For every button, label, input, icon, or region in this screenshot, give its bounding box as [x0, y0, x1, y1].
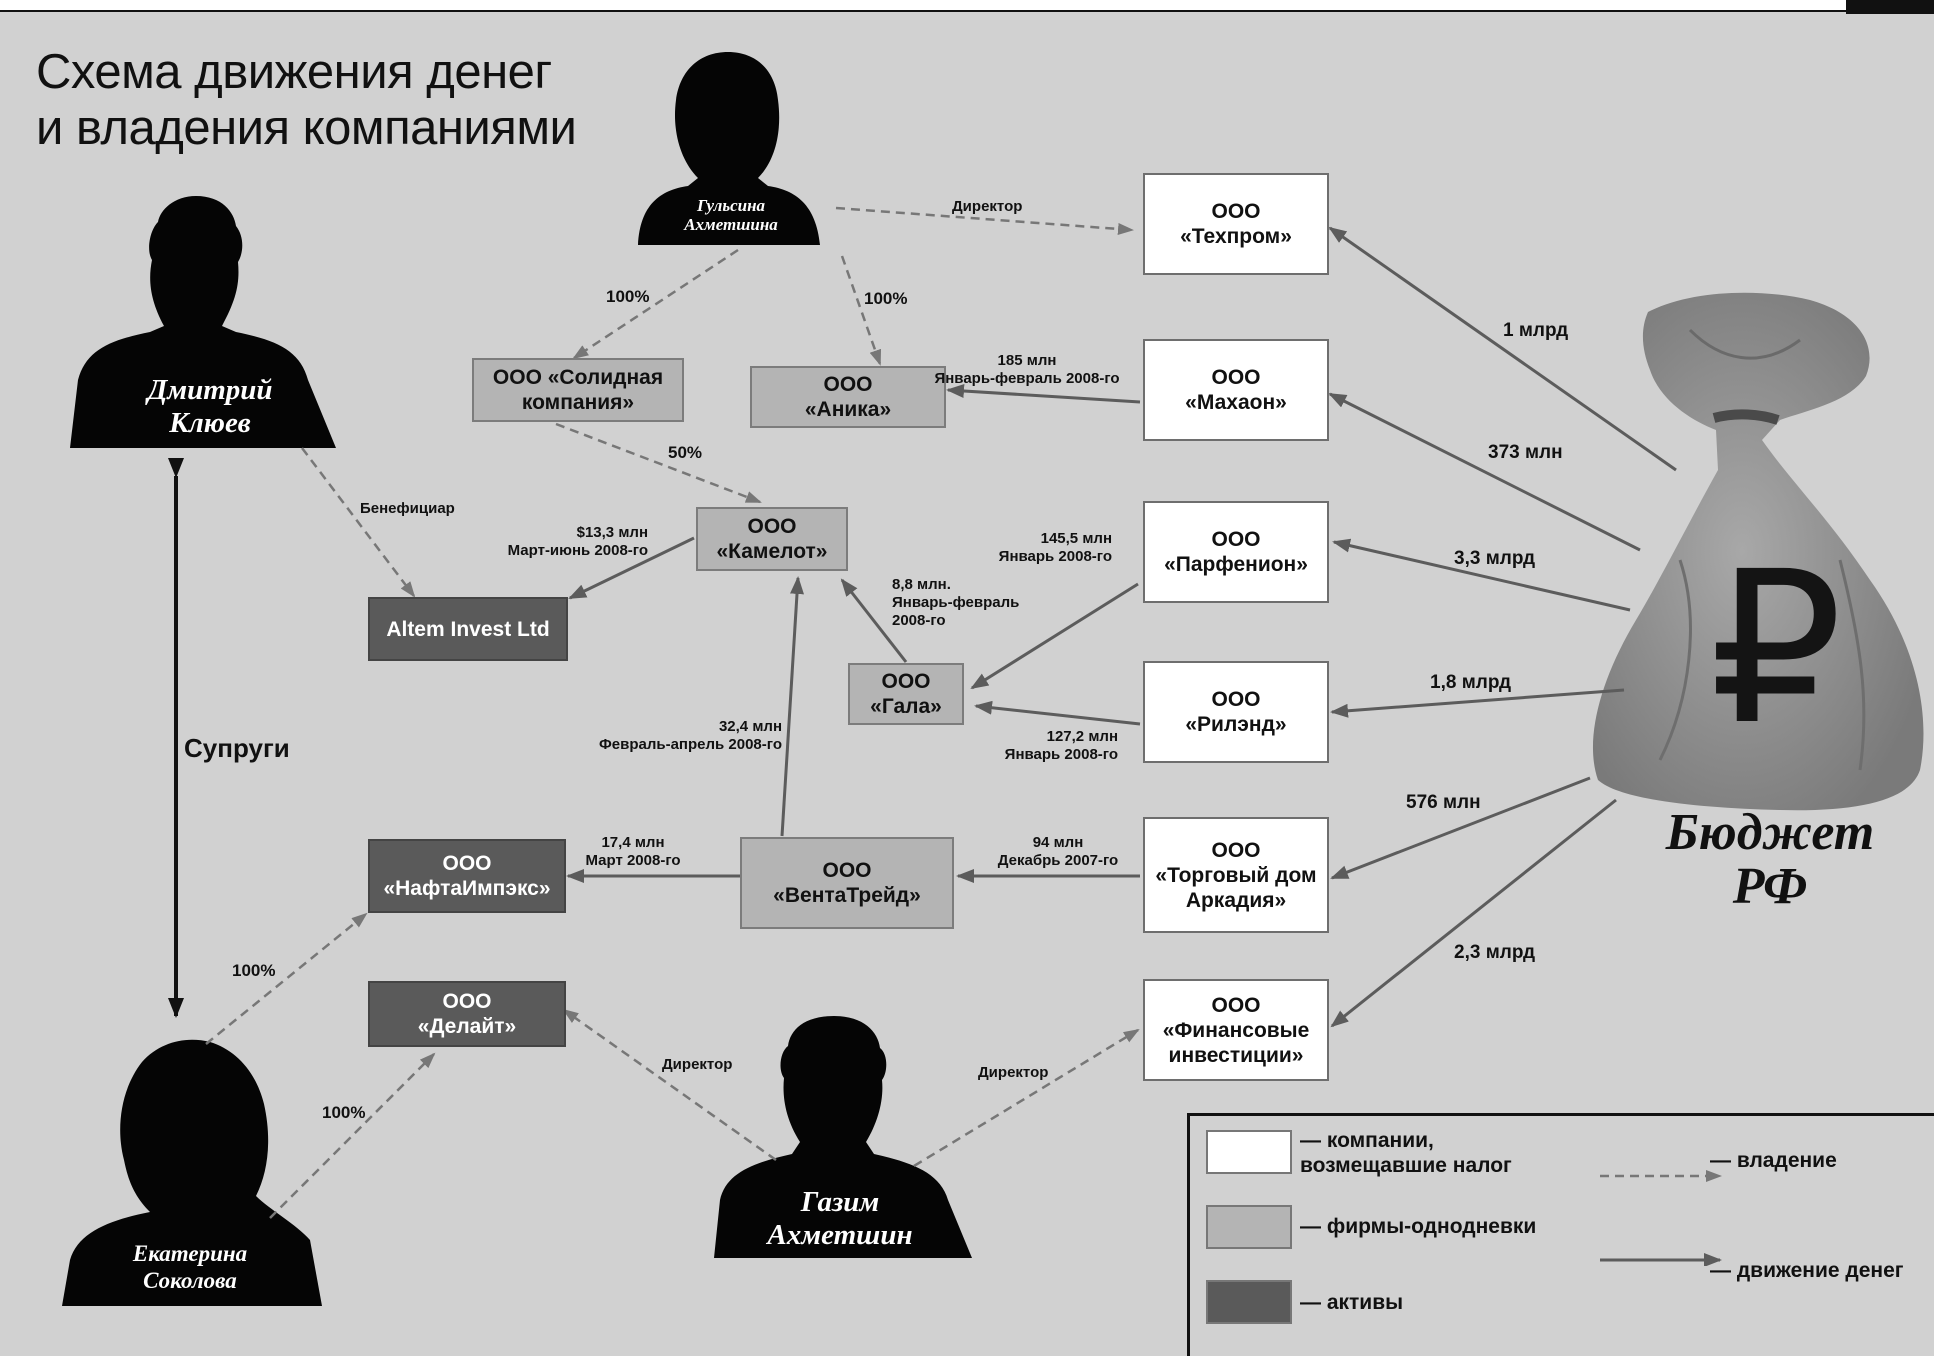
person-name-gazim: Газим Ахметшин: [767, 1186, 913, 1251]
company-gala: ООО «Гала»: [848, 663, 964, 725]
edge-budget-arkadia: [1330, 776, 1591, 880]
label-gulsina-anika: 100%: [864, 289, 908, 308]
person-silhouette-ekaterina: [62, 1039, 322, 1306]
budget-label: Бюджет РФ: [1665, 804, 1875, 915]
company-arkadia: ООО «Торговый дом Аркадия»: [1143, 817, 1329, 933]
edge-budget-finansy: [1330, 798, 1617, 1028]
company-tekhprom: ООО «Техпром»: [1143, 173, 1329, 275]
edge-ekaterina-nafta: [205, 912, 368, 1045]
company-kamelot: ООО «Камелот»: [696, 507, 848, 571]
edge-gulsina-solidnaya: [572, 248, 739, 360]
legend: — компании, возмещавшие налог — фирмы-од…: [1187, 1113, 1934, 1356]
edge-dmitry-altem: [301, 447, 416, 598]
person-name-gulsina: Гульсина Ахметшина: [684, 196, 778, 234]
person-name-dmitry: Дмитрий Клюев: [147, 374, 273, 439]
edge-ekaterina-delait: [269, 1052, 436, 1219]
company-solidnaya: ООО «Солидная компания»: [472, 358, 684, 422]
legend-swatch-gray: [1206, 1205, 1292, 1249]
top-rule: [0, 0, 1934, 12]
label-ekaterina-nafta: 100%: [232, 961, 276, 980]
legend-arrows: [1600, 1170, 1722, 1266]
label-venta-nafta: 17,4 млн Март 2008-го: [585, 834, 681, 869]
label-rilend-gala: 127,2 млн Январь 2008-го: [1004, 728, 1118, 763]
corner-mark: [1846, 0, 1934, 14]
company-venta: ООО «ВентаТрейд»: [740, 837, 954, 929]
edge-gala-kamelot: [840, 578, 908, 663]
edge-budget-parfenion: [1332, 538, 1631, 612]
label-budget-makhaon: 373 млн: [1488, 442, 1563, 463]
edge-parfenion-gala: [970, 582, 1139, 690]
label-budget-tekhprom: 1 млрд: [1503, 320, 1569, 341]
company-finansy: ООО «Финансовые инвестиции»: [1143, 979, 1329, 1081]
company-makhaon: ООО «Махаон»: [1143, 339, 1329, 441]
money-bag-icon: [1592, 292, 1924, 811]
legend-text-dark: — активы: [1300, 1291, 1404, 1314]
legend-text-white: — компании, возмещавшие налог: [1300, 1129, 1512, 1177]
label-parfenion-gala: 145,5 млн Январь 2008-го: [998, 530, 1112, 565]
label-ekaterina-delait: 100%: [322, 1103, 366, 1122]
edge-rilend-gala: [974, 700, 1141, 726]
edge-kamelot-altem: [568, 536, 695, 600]
edge-budget-tekhprom: [1328, 226, 1677, 472]
person-name-ekaterina: Екатерина Соколова: [132, 1241, 248, 1293]
label-gala-kamelot: 8,8 млн. Январь-февраль 2008-го: [892, 576, 1020, 629]
edge-gulsina-anika: [840, 255, 882, 366]
label-budget-finansy: 2,3 млрд: [1454, 942, 1536, 963]
label-arkadia-venta: 94 млн Декабрь 2007-го: [997, 834, 1119, 869]
asset-altem: Altem Invest Ltd: [368, 597, 568, 661]
person-silhouette-dmitry: [70, 196, 336, 448]
label-gazim-delait: Директор: [662, 1056, 733, 1073]
legend-text-gray: — фирмы-однодневки: [1300, 1215, 1537, 1238]
label-budget-parfenion: 3,3 млрд: [1454, 548, 1536, 569]
person-silhouette-gulsina: [638, 52, 820, 245]
edge-gazim-finansy: [913, 1028, 1140, 1168]
label-gulsina-tekhprom: Директор: [952, 198, 1023, 215]
company-anika: ООО «Аника»: [750, 366, 946, 428]
asset-nafta: ООО «НафтаИмпэкс»: [368, 839, 566, 913]
label-venta-kamelot: 32,4 млн Февраль-апрель 2008-го: [598, 718, 782, 753]
company-parfenion: ООО «Парфенион»: [1143, 501, 1329, 603]
edge-gazim-delait: [562, 1008, 777, 1162]
label-makhaon-anika: 185 млн Январь-февраль 2008-го: [934, 352, 1120, 387]
label-gulsina-solidnaya: 100%: [606, 287, 650, 306]
label-kamelot-altem: $13,3 млн Март-июнь 2008-го: [507, 524, 648, 559]
edge-venta-kamelot: [780, 576, 804, 837]
diagram-title: Схема движения денег и владения компания…: [36, 45, 577, 155]
edge-makhaon-anika: [946, 384, 1141, 404]
label-gazim-finansy: Директор: [978, 1064, 1049, 1081]
ruble-symbol: ₽: [1709, 535, 1843, 767]
legend-swatch-white: [1206, 1130, 1292, 1174]
label-budget-rilend: 1,8 млрд: [1430, 672, 1512, 693]
edge-gulsina-tekhprom: [835, 206, 1134, 235]
asset-delait: ООО «Делайт»: [368, 981, 566, 1047]
legend-text-money: — движение денег: [1710, 1259, 1904, 1282]
edge-budget-makhaon: [1328, 392, 1641, 552]
label-budget-arkadia: 576 млн: [1406, 792, 1481, 813]
label-spouses: Супруги: [184, 733, 290, 763]
label-solidnaya-kamelot: 50%: [668, 443, 703, 462]
label-beneficiary: Бенефициар: [360, 500, 455, 517]
person-silhouette-gazim: [714, 1016, 972, 1258]
legend-text-ownership: — владение: [1710, 1149, 1837, 1172]
company-rilend: ООО «Рилэнд»: [1143, 661, 1329, 763]
edge-budget-rilend: [1330, 688, 1625, 718]
edge-solidnaya-kamelot: [555, 422, 762, 504]
legend-swatch-dark: [1206, 1280, 1292, 1324]
